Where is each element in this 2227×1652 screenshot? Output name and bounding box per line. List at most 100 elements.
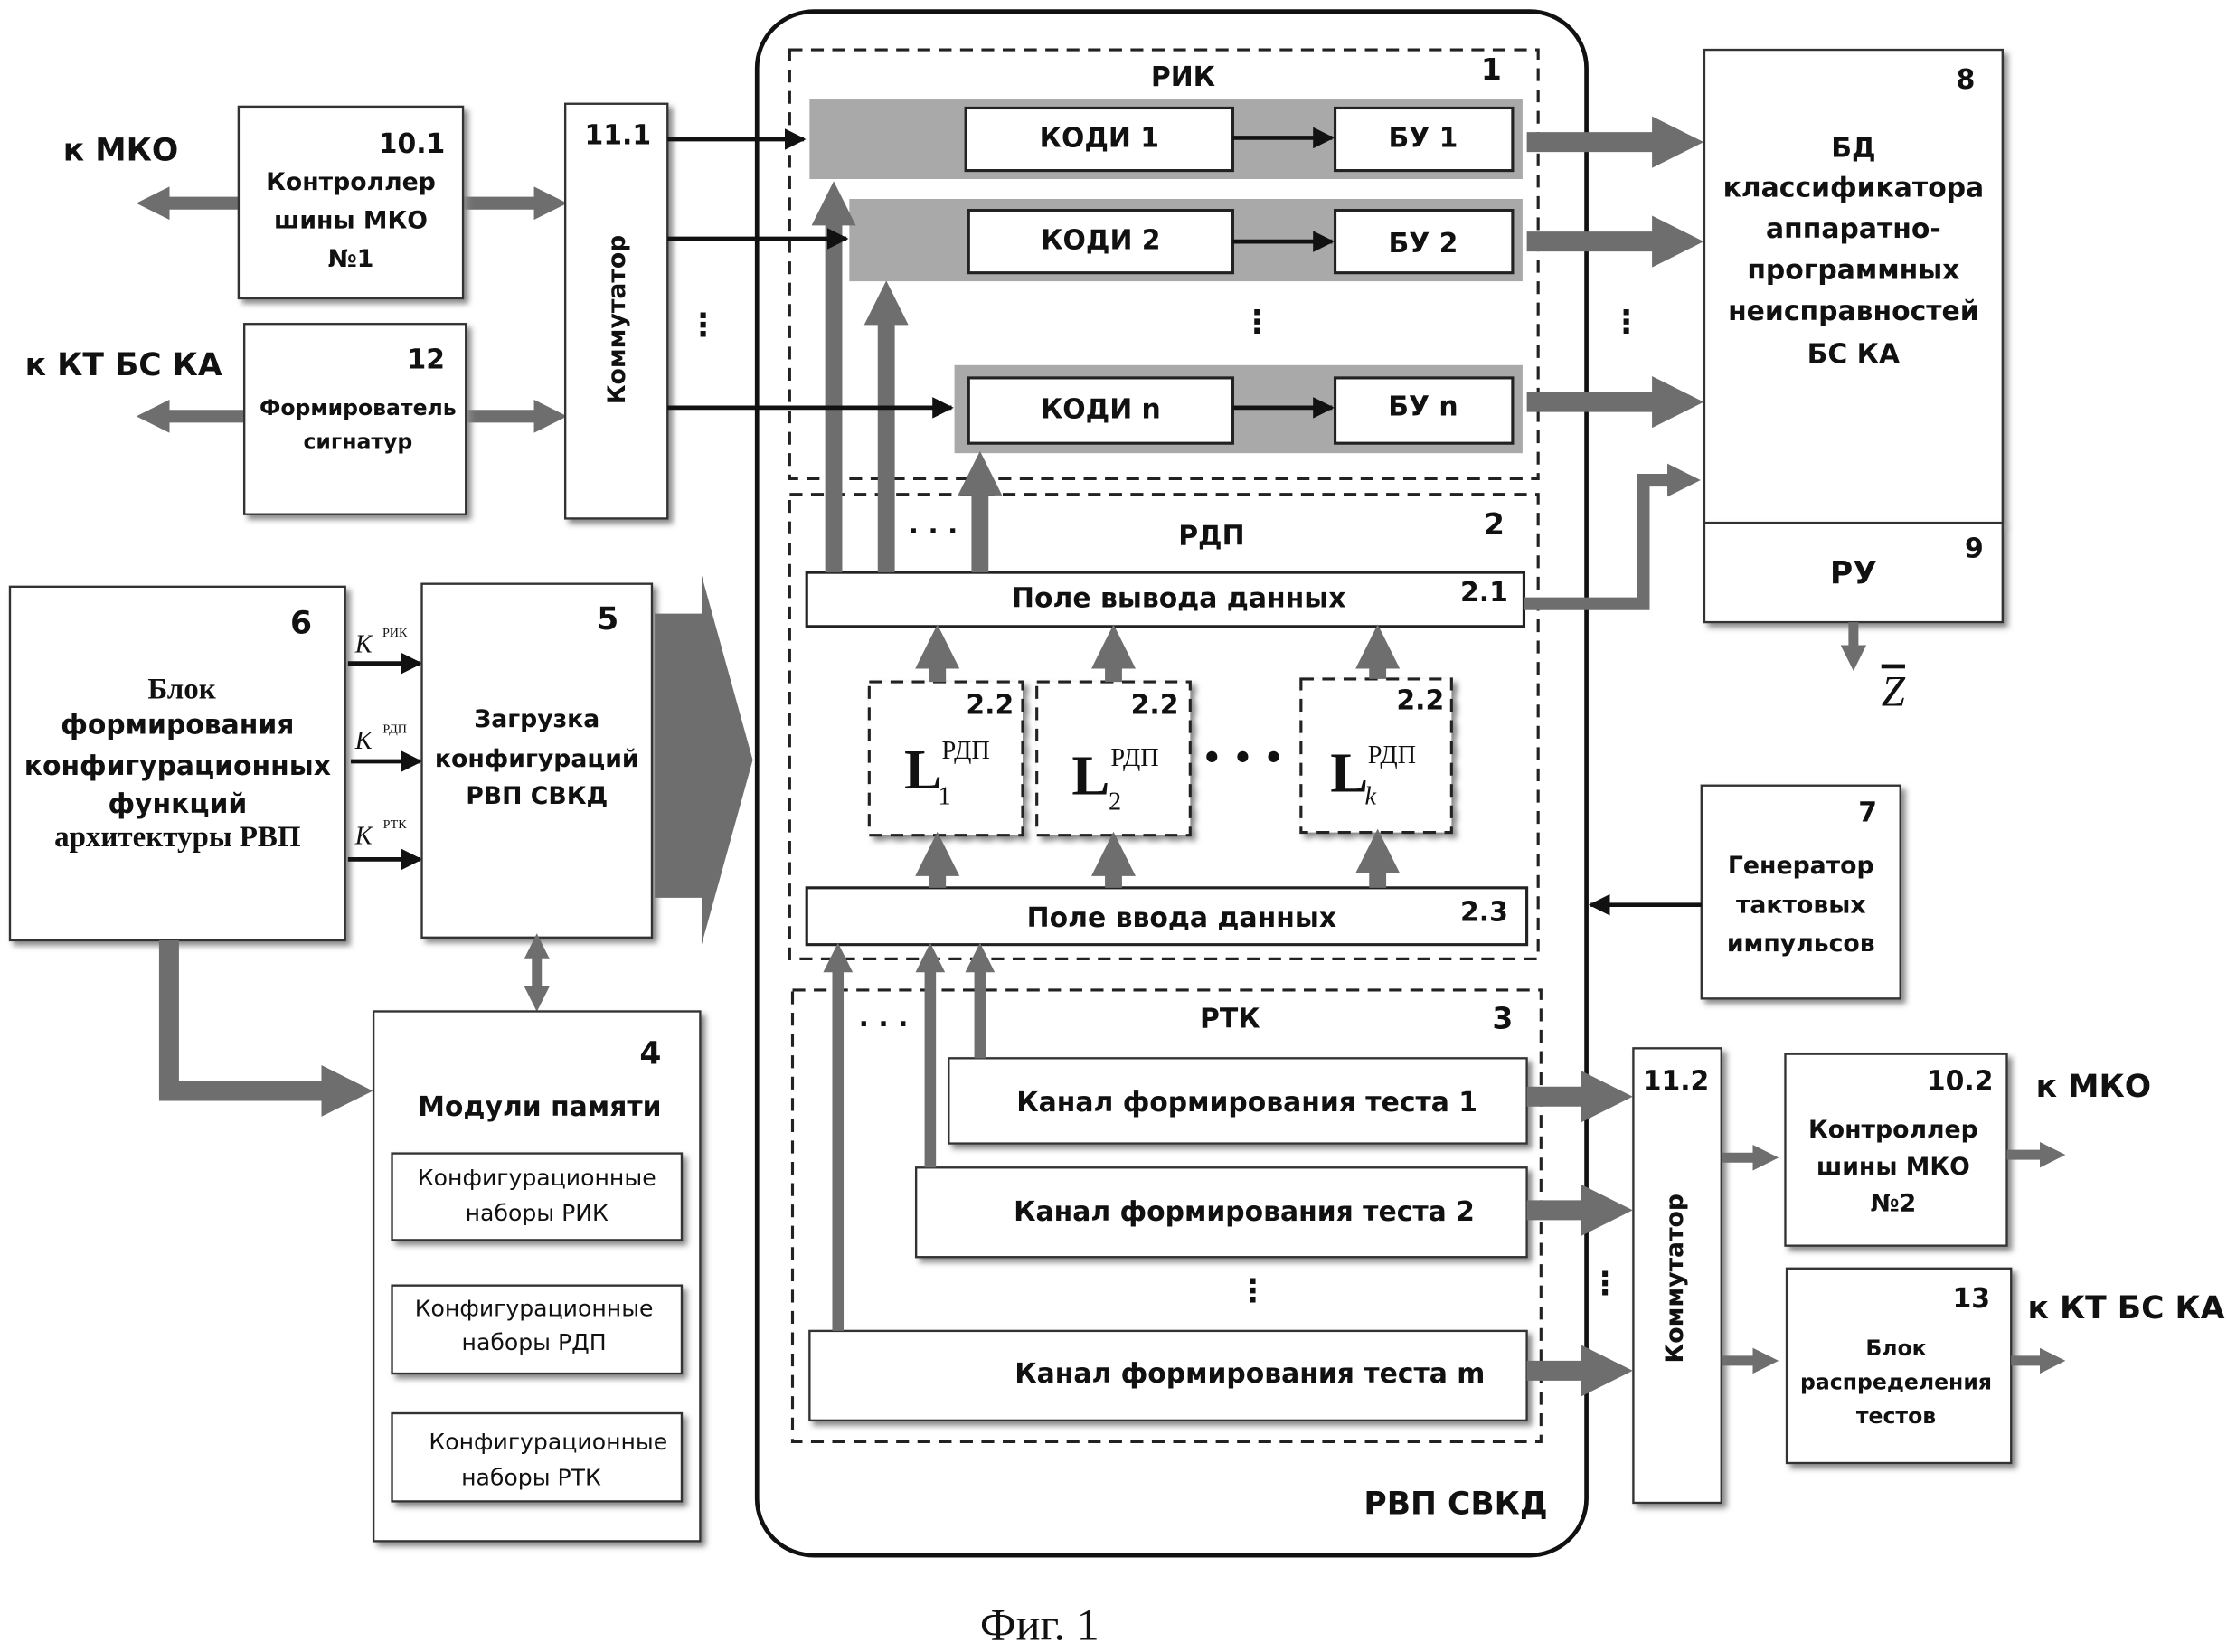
memory-modules-title: Модули памяти [418, 1091, 661, 1123]
logic-block-k-number: 2.2 [1396, 685, 1444, 717]
kodi-1-label: КОДИ 1 [1040, 123, 1159, 155]
external-kt-bs-ka-2-label: к КТ БС КА [2027, 1290, 2224, 1326]
logic-blocks-ellipsis: • • • [1202, 741, 1283, 777]
test-channel-2-label: Канал формирования теста 2 [1014, 1196, 1475, 1228]
k-rdp-sup: РДП [382, 722, 407, 737]
controller-mko-2-line-2: шины МКО [1817, 1153, 1970, 1181]
k-rdp-symbol: K [354, 727, 374, 755]
logic-block-1-sub: 1 [939, 782, 951, 810]
signature-generator-box [242, 323, 467, 515]
rik-number: 1 [1481, 52, 1502, 87]
fault-classifier-db-line-6: БС КА [1807, 338, 1900, 370]
k-rtk-sup: РТК [383, 817, 408, 832]
rtk-ellipsis: ⋮ [1237, 1273, 1269, 1309]
output-field-to-db-arrow [1524, 463, 1701, 610]
config-loader-number: 5 [597, 601, 618, 637]
config-functions-line-4: функций [108, 788, 247, 820]
signature-generator-line-2: сигнатур [303, 430, 412, 455]
test-channel-1-label: Канал формирования теста 1 [1016, 1087, 1477, 1119]
clock-generator-number: 7 [1858, 798, 1877, 829]
config-functions-to-memory-arrow [158, 939, 373, 1118]
fault-classifier-db-line-2: классификатора [1723, 173, 1985, 204]
rdp-section: РДП 2 · · · Поле вывода данных 2.1 2.2 L… [788, 493, 1540, 960]
control-unit-label: РУ [1830, 556, 1877, 592]
external-kt-bs-ka-1-label: к КТ БС КА [25, 347, 222, 383]
logic-block-2 [1035, 680, 1192, 837]
rik-ellipsis: ⋮ [1241, 305, 1273, 341]
test-channel-2 [914, 1166, 1528, 1259]
logic-block-2-symbol: L [1071, 743, 1109, 807]
logic-block-2-sub: 2 [1109, 788, 1121, 817]
clock-generator-line-1: Генератор [1728, 852, 1874, 880]
controller-mko-1-number: 10.1 [379, 128, 446, 160]
switch-11-2-number: 11.2 [1643, 1066, 1710, 1098]
logic-block-1-symbol: L [904, 738, 942, 801]
bu-2-label: БУ 2 [1388, 228, 1458, 260]
config-set-rtk-line-1: Конфигурационные [429, 1429, 667, 1455]
config-functions-line-5: архитектуры РВП [54, 821, 300, 854]
k-rik-symbol: K [354, 630, 374, 658]
bu-n-label: БУ n [1388, 391, 1458, 422]
k-rtk-symbol: K [354, 822, 374, 850]
config-functions-line-3: конфигурационных [24, 750, 331, 782]
config-load-big-arrow [655, 575, 753, 945]
container-label: РВП СВКД [1364, 1487, 1547, 1523]
external-mko-1-label: к МКО [63, 133, 178, 169]
bu-n-box [1333, 376, 1515, 445]
kodi-n-label: КОДИ n [1041, 394, 1161, 426]
logic-block-k-sup: РДП [1368, 741, 1416, 769]
fault-classifier-db-line-5: неисправностей [1728, 296, 1979, 327]
switch-11-2-label: Коммутатор [1661, 1194, 1689, 1364]
figure-caption: Фиг. 1 [980, 1599, 1099, 1649]
external-mko-2-label: к МКО [2036, 1069, 2151, 1105]
k-rik-sup: РИК [382, 626, 408, 640]
config-set-rtk-box [391, 1411, 684, 1503]
bu-1-box [1333, 106, 1515, 173]
controller-mko-2-line-3: №2 [1871, 1190, 1917, 1218]
config-loader-box [420, 582, 654, 939]
signature-generator-number: 12 [407, 345, 445, 376]
test-channel-m [808, 1329, 1528, 1422]
logic-block-1-number: 2.2 [966, 689, 1014, 721]
switch-11-1-label: Коммутатор [603, 235, 631, 405]
switch-11-1-box [563, 102, 669, 520]
signature-generator-line-1: Формирователь [260, 395, 457, 420]
kodi-2-label: КОДИ 2 [1041, 225, 1160, 257]
rdp-label: РДП [1178, 520, 1244, 552]
test-distribution-box [1785, 1267, 2013, 1465]
config-loader-line-1: Загрузка [474, 705, 599, 733]
input-field-number: 2.3 [1460, 897, 1508, 929]
control-unit-box [1703, 521, 2004, 624]
db-input-ellipsis: ⋮ [1610, 305, 1642, 341]
rdp-number: 2 [1484, 506, 1505, 542]
config-set-rik-line-1: Конфигурационные [418, 1165, 656, 1191]
clock-generator-line-2: тактовых [1736, 892, 1866, 920]
fault-classifier-db-line-3: аппаратно- [1766, 213, 1941, 245]
fault-classifier-db-line-4: программных [1747, 255, 1959, 287]
config-set-rdp-line-1: Конфигурационные [415, 1295, 654, 1321]
test-distribution-line-1: Блок [1865, 1336, 1926, 1361]
logic-block-k-symbol: L [1330, 741, 1368, 804]
test-distribution-line-3: тестов [1856, 1403, 1936, 1429]
controller-mko-2-number: 10.2 [1927, 1066, 1994, 1098]
bu-1-label: БУ 1 [1388, 123, 1458, 155]
bu-2-box [1333, 208, 1515, 275]
output-field-label: Поле вывода данных [1012, 582, 1345, 614]
rtk-arrow-ellipsis: · · · [859, 1009, 909, 1041]
clock-generator-box [1700, 784, 1901, 1000]
input-field-label: Поле ввода данных [1027, 902, 1336, 934]
kodi-n-box [967, 376, 1235, 445]
rdp-arrow-ellipsis: · · · [909, 516, 958, 548]
rtk-section: РТК 3 · · · Канал формирования теста 1 К… [790, 988, 1543, 1444]
switch-11-1-ellipsis: ⋮ [687, 307, 719, 344]
config-loader-line-3: РВП СВКД [466, 782, 608, 810]
controller-mko-2-box [1784, 1053, 2008, 1247]
controller-mko-1-line-2: шины МКО [274, 207, 428, 235]
rik-section: РИК 1 КОДИ 1 БУ 1 КОДИ 2 БУ 2 КОДИ n БУ … [788, 48, 1540, 481]
config-set-rdp-box [391, 1284, 684, 1375]
fault-classifier-db-box [1703, 48, 2004, 524]
config-functions-line-1: Блок [147, 674, 215, 706]
test-distribution-line-2: распределения [1800, 1370, 1992, 1395]
switch-11-2-box [1632, 1047, 1722, 1505]
